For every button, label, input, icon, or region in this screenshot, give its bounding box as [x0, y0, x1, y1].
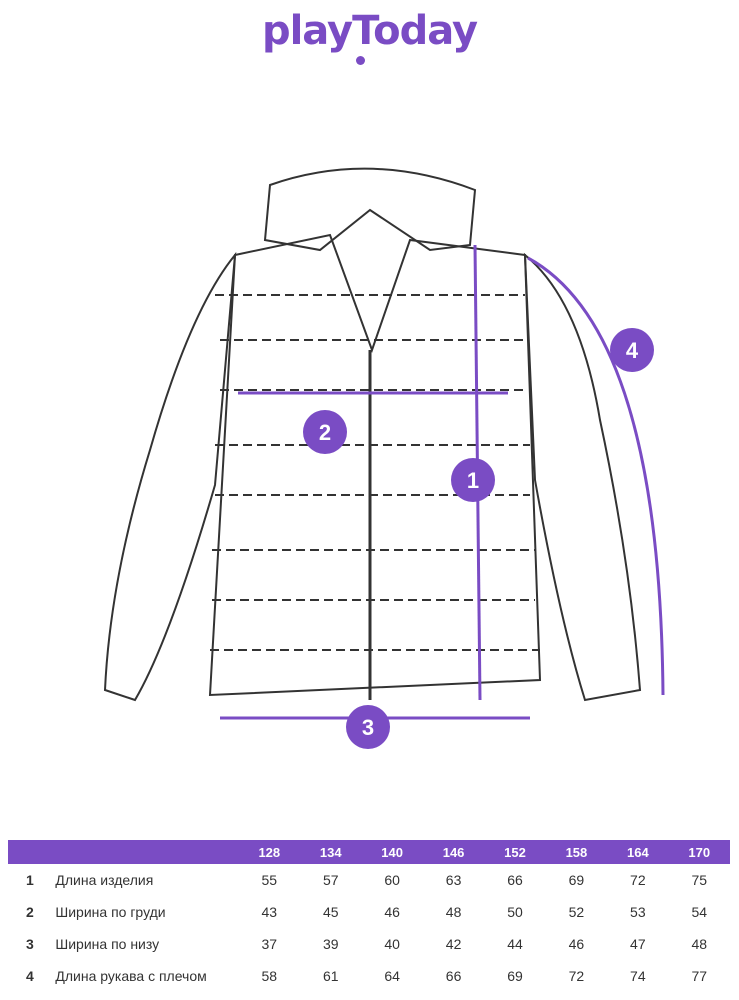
- size-header: 164: [607, 840, 669, 864]
- cell-value: 72: [630, 872, 646, 888]
- header-num: [8, 840, 56, 864]
- cell-value: 55: [261, 872, 278, 888]
- row-number: 1: [26, 872, 34, 888]
- cell-value: 47: [630, 936, 646, 952]
- table-row: 2 Ширина по груди 43 45 46 48 50 52 53 5…: [8, 896, 730, 928]
- cell-value: 45: [322, 904, 339, 920]
- size-header: 128: [238, 840, 301, 864]
- cell-value: 52: [568, 904, 585, 920]
- cell-value: 48: [691, 936, 708, 952]
- jacket-diagram: 2 1 3 4: [103, 167, 665, 749]
- row-number: 2: [26, 904, 34, 920]
- marker-label-2: 2: [319, 420, 331, 445]
- cell-value: 61: [322, 968, 339, 984]
- table-row: 1 Длина изделия 55 57 60 63 66 69 72 75: [8, 864, 730, 896]
- size-table: 128 134 140 146 152 158 164 170 1 Длина …: [8, 840, 730, 992]
- table-row: 4 Длина рукава с плечом 58 61 64 66 69 7…: [8, 960, 730, 992]
- table-row: 3 Ширина по низу 37 39 40 42 44 46 47 48: [8, 928, 730, 960]
- cell-value: 53: [630, 904, 646, 920]
- cell-value: 43: [261, 904, 278, 920]
- cell-value: 50: [507, 904, 523, 920]
- size-header: 152: [484, 840, 546, 864]
- cell-value: 37: [261, 936, 278, 952]
- size-header: 170: [668, 840, 730, 864]
- marker-4: [610, 328, 654, 372]
- row-number: 3: [26, 936, 34, 952]
- cell-value: 69: [507, 968, 523, 984]
- size-header-row: 128 134 140 146 152 158 164 170: [8, 840, 730, 864]
- row-label: Ширина по низу: [55, 936, 160, 952]
- marker-2: [303, 410, 347, 454]
- cell-value: 60: [384, 872, 400, 888]
- logo-dot: [356, 56, 365, 65]
- cell-value: 69: [568, 872, 585, 888]
- row-label: Длина рукава с плечом: [55, 968, 207, 984]
- cell-value: 46: [568, 936, 585, 952]
- cell-value: 54: [691, 904, 708, 920]
- cell-value: 46: [384, 904, 400, 920]
- cell-value: 72: [568, 968, 585, 984]
- cell-value: 74: [630, 968, 646, 984]
- marker-circles: [303, 328, 654, 749]
- measure-lines: [220, 244, 665, 720]
- cell-value: 39: [322, 936, 339, 952]
- header-label: [55, 840, 239, 864]
- cell-value: 58: [261, 968, 278, 984]
- cell-value: 57: [322, 872, 339, 888]
- quilt-lines: [210, 294, 540, 651]
- marker-label-3: 3: [362, 715, 374, 740]
- brand-logo: playToday: [261, 8, 478, 54]
- cell-value: 42: [445, 936, 462, 952]
- row-number: 4: [26, 968, 34, 984]
- cell-value: 40: [384, 936, 400, 952]
- cell-value: 77: [691, 968, 708, 984]
- marker-label-1: 1: [467, 468, 479, 493]
- cell-value: 75: [691, 872, 708, 888]
- row-label: Длина изделия: [55, 872, 154, 888]
- size-header: 134: [300, 840, 362, 864]
- cell-value: 66: [507, 872, 523, 888]
- size-header: 146: [422, 840, 485, 864]
- size-header: 158: [545, 840, 608, 864]
- marker-3: [346, 705, 390, 749]
- jacket-outline: [103, 167, 642, 702]
- size-header: 140: [361, 840, 423, 864]
- marker-1: [451, 458, 495, 502]
- cell-value: 44: [507, 936, 523, 952]
- cell-value: 64: [384, 968, 400, 984]
- row-label: Ширина по груди: [55, 904, 166, 920]
- cell-value: 63: [445, 872, 462, 888]
- cell-value: 48: [445, 904, 462, 920]
- marker-label-4: 4: [626, 338, 639, 363]
- cell-value: 66: [445, 968, 462, 984]
